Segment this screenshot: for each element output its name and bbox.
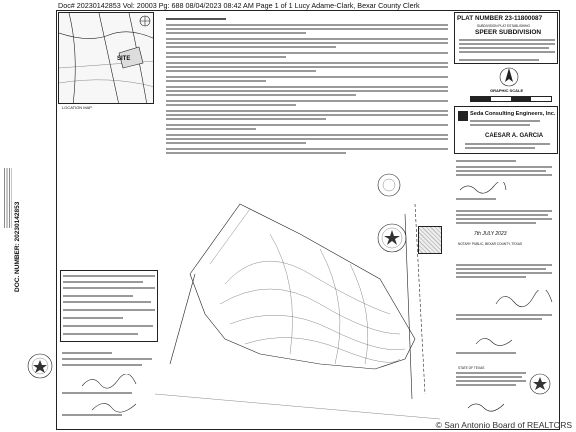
texas-star-seal-icon <box>376 222 408 259</box>
surveyor-name: CAESAR A. GARCIA <box>485 133 544 139</box>
parcel-drawing <box>154 203 441 420</box>
recorder-note <box>4 168 12 228</box>
location-map-graphic <box>59 13 153 103</box>
recording-header: Doc# 20230142853 Vol: 20003 Pg: 688 08/0… <box>58 1 420 10</box>
left-signature-block <box>60 350 156 420</box>
plat-name: SPEER SUBDIVISION <box>475 29 542 36</box>
general-notes <box>160 14 452 162</box>
owner-certificate: 7th JULY 2023 NOTARY PUBLIC, BEXAR COUNT… <box>454 158 558 258</box>
county-clerk-certificate: STATE OF TEXAS <box>454 366 558 420</box>
realtors-watermark: © San Antonio Board of REALTORS <box>435 420 572 430</box>
state-of-texas-text: STATE OF TEXAS <box>458 366 485 370</box>
graphic-scale-label: GRAPHIC SCALE <box>490 88 524 93</box>
plat-border <box>56 10 560 430</box>
plat-subtitle: SUBDIVISION PLAT ESTABLISHING <box>477 24 530 28</box>
engineer-block: Seda Consulting Engineers, Inc. CAESAR A… <box>454 106 558 154</box>
north-arrow-icon <box>498 66 520 93</box>
legend-table <box>60 270 158 342</box>
notary-stamp-icon <box>418 226 442 254</box>
notary-line: NOTARY PUBLIC, BEXAR COUNTY, TEXAS <box>458 242 523 246</box>
site-label: SITE <box>117 56 131 62</box>
signed-date: 7th JULY 2023 <box>474 231 507 237</box>
location-map: SITE <box>58 12 154 104</box>
graphic-scale-bar <box>470 96 552 102</box>
county-seal-icon <box>528 372 552 401</box>
doc-number-vertical: DOC. NUMBER: 20230142853 <box>14 201 21 292</box>
seda-logo-icon <box>458 111 468 121</box>
fire-hydrant-seal-icon <box>376 172 402 203</box>
title-block: PLAT NUMBER 23-11800087 SUBDIVISION PLAT… <box>454 12 558 64</box>
planning-certificate <box>454 262 558 362</box>
plat-number: PLAT NUMBER 23-11800087 <box>457 15 543 22</box>
location-map-label: LOCATION MAP <box>62 105 92 110</box>
engineer-company: Seda Consulting Engineers, Inc. <box>470 111 556 117</box>
state-seal-icon <box>26 352 54 385</box>
